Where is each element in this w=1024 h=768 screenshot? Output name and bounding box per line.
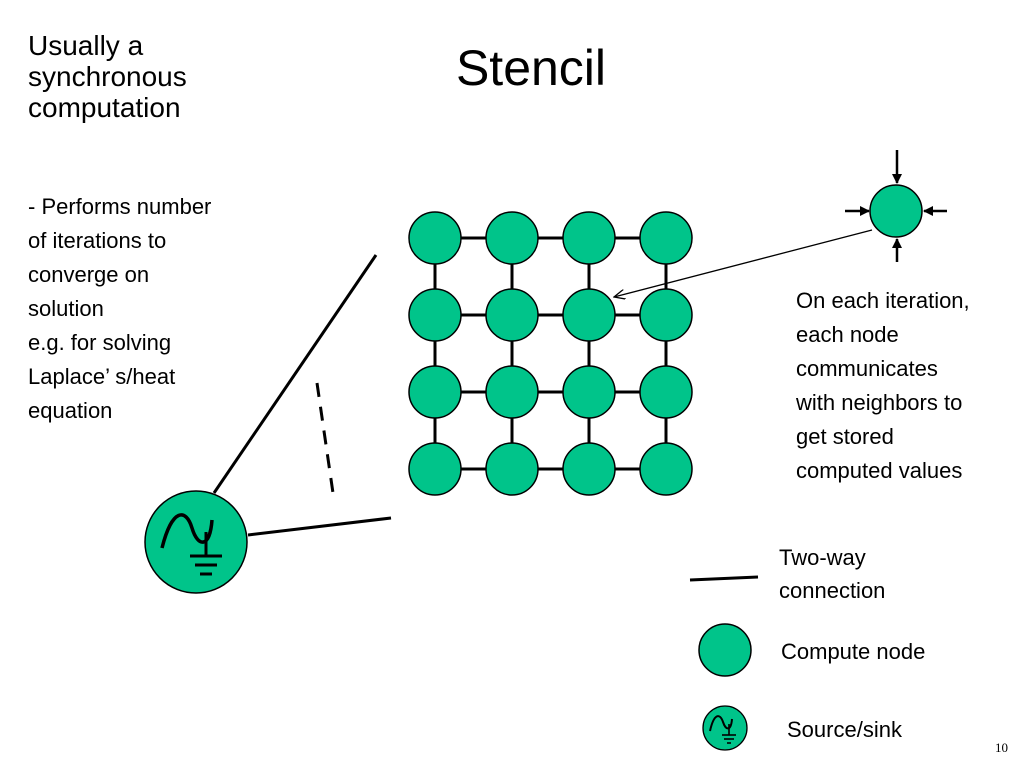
legend-connection-line1: Two-way (779, 545, 866, 570)
compute-node (639, 211, 693, 265)
compute-node (485, 365, 539, 419)
pointer-arrow (614, 229, 873, 297)
legend-connection-line (689, 575, 759, 582)
compute-node (485, 288, 539, 342)
legend-source-sink (702, 705, 748, 751)
grid-connections (433, 236, 668, 471)
slide-title: Stencil (455, 40, 607, 96)
compute-node (485, 442, 539, 496)
caption-line: get stored (796, 424, 894, 449)
caption-line: On each iteration, (796, 288, 970, 313)
compute-node-grid (408, 211, 693, 496)
compute-node (562, 365, 616, 419)
compute-node (639, 288, 693, 342)
legend-compute-node (698, 623, 752, 677)
source-sink-large (144, 490, 248, 594)
legend-compute-node-label: Compute node (781, 639, 926, 664)
zoom-line-upper (212, 254, 378, 494)
heading-line: synchronous (28, 61, 187, 92)
compute-node (485, 211, 539, 265)
body-line: solution (28, 296, 104, 321)
compute-node (639, 365, 693, 419)
body-line: Laplace’ s/heat (28, 364, 176, 389)
caption-line: computed values (796, 458, 963, 483)
heading-text: Usually a synchronous computation (28, 30, 187, 123)
legend-source-sink-label: Source/sink (787, 717, 902, 742)
slide-number: 10 (995, 740, 1008, 755)
zoom-line-lower (247, 516, 392, 537)
compute-node (562, 442, 616, 496)
compute-node (408, 288, 462, 342)
caption-line: with neighbors to (796, 390, 963, 415)
caption-line: each node (796, 322, 899, 347)
legend-connection-label: Two-way connection (779, 541, 885, 607)
compute-node (562, 211, 616, 265)
stencil-node-detail (845, 150, 947, 262)
body-line: converge on (28, 262, 150, 287)
dashed-line (315, 382, 335, 494)
compute-node (639, 442, 693, 496)
compute-node (408, 211, 462, 265)
body-line: of iterations to (28, 228, 167, 253)
body-line: equation (28, 398, 113, 423)
body-text: - Performs number of iterations to conve… (28, 190, 211, 428)
caption-line: communicates (796, 356, 938, 381)
heading-line: Usually a (28, 30, 144, 61)
sine-wave-icon (160, 513, 214, 549)
iteration-caption: On each iteration, each node communicate… (796, 284, 970, 488)
heading-line: computation (28, 92, 181, 123)
ground-icon (190, 532, 222, 576)
compute-node (408, 442, 462, 496)
body-line: - Performs number (28, 194, 212, 219)
compute-node (562, 288, 616, 342)
compute-node (408, 365, 462, 419)
legend-connection-line2: connection (779, 578, 886, 603)
body-line: e.g. for solving (28, 330, 172, 355)
